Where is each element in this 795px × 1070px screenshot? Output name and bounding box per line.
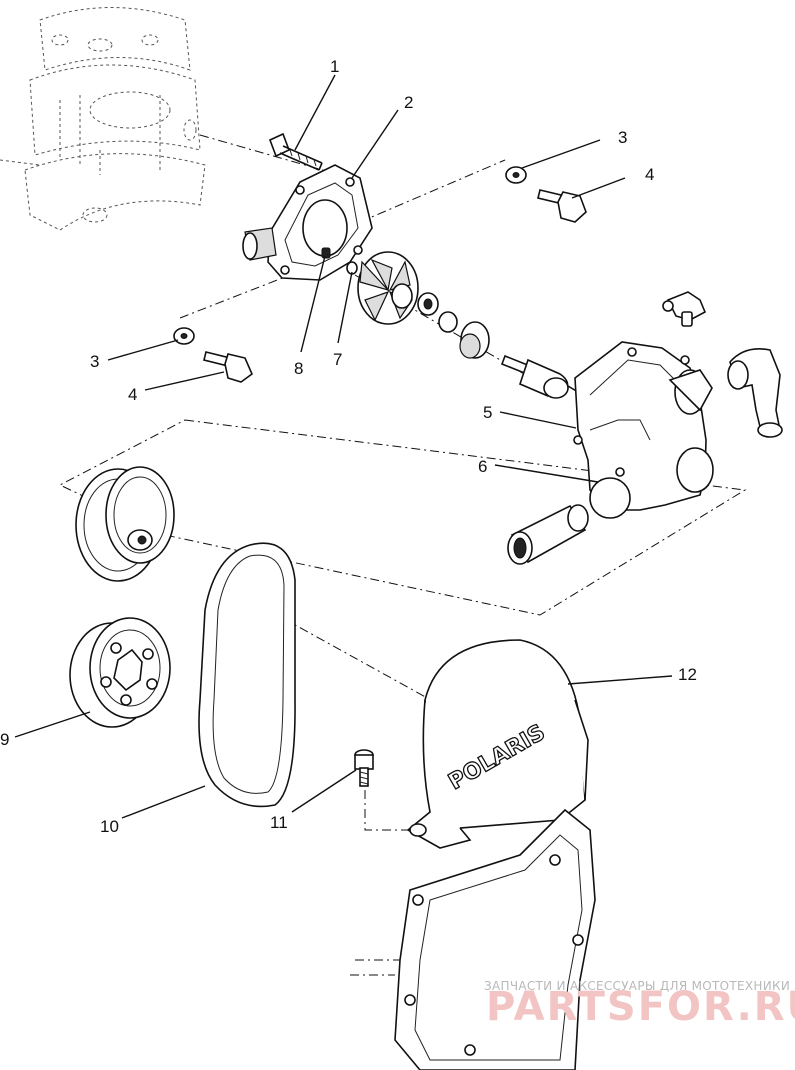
svg-text:3: 3: [90, 352, 99, 371]
bolt-part-1: [268, 132, 323, 171]
callout-4-left: 4: [128, 371, 225, 404]
svg-text:2: 2: [404, 93, 413, 112]
site-watermark: ЗАПЧАСТИ И АКСЕССУАРЫ ДЛЯ МОТОТЕХНИКИ PA…: [484, 979, 795, 1030]
callout-9: 9: [0, 711, 91, 749]
callout-3-right: 3: [521, 128, 627, 169]
elbow-fitting: [662, 291, 707, 327]
svg-text:7: 7: [333, 350, 342, 369]
callout-7: 7: [333, 271, 353, 369]
pump-cover-part-5-6: [573, 341, 714, 519]
svg-text:6: 6: [478, 457, 487, 476]
svg-text:11: 11: [270, 813, 288, 832]
belt-cover-part-12: POLARIS: [406, 639, 589, 849]
callout-2: 2: [351, 93, 413, 179]
svg-text:4: 4: [645, 165, 654, 184]
callout-4-right: 4: [571, 165, 654, 199]
svg-text:ЗАПЧАСТИ И АКСЕССУАРЫ ДЛЯ МОТО: ЗАПЧАСТИ И АКСЕССУАРЫ ДЛЯ МОТОТЕХНИКИ: [484, 979, 790, 993]
svg-text:3: 3: [618, 128, 627, 147]
washer-part-3-left: [173, 327, 195, 345]
water-pump-housing-part-2: [242, 164, 373, 281]
screw-part-11: [354, 749, 374, 787]
svg-text:9: 9: [0, 730, 9, 749]
drive-pulley-upper: [75, 466, 175, 582]
svg-text:8: 8: [294, 359, 303, 378]
svg-text:4: 4: [128, 385, 137, 404]
sleeve-tube: [507, 504, 589, 565]
callout-3-left: 3: [90, 339, 179, 371]
bolt-part-4-right: [537, 189, 587, 223]
callout-1: 1: [294, 57, 339, 151]
svg-text:1: 1: [330, 57, 339, 76]
impeller: [357, 251, 419, 325]
callout-8: 8: [294, 255, 326, 378]
drive-belt-part-10: [198, 542, 296, 808]
stud-part-8: [321, 247, 331, 259]
svg-text:5: 5: [483, 403, 492, 422]
washer-part-3-right: [505, 166, 527, 184]
callout-10: 10: [100, 785, 206, 836]
svg-text:10: 10: [100, 817, 119, 836]
callout-12: 12: [567, 665, 697, 685]
hose-outlet: [727, 348, 783, 438]
callout-5: 5: [483, 403, 577, 429]
crankcase-cover: [350, 808, 596, 1070]
callout-6: 6: [478, 457, 599, 483]
driven-pulley-part-9: [69, 617, 171, 728]
pump-shaft: [500, 354, 579, 399]
shaft-seals: [417, 292, 490, 359]
callout-11: 11: [270, 769, 357, 832]
engine-cylinder-outline: [0, 7, 206, 231]
svg-text:PARTSFOR.RU: PARTSFOR.RU: [486, 984, 795, 1030]
svg-text:12: 12: [678, 665, 697, 684]
bolt-part-4-left: [203, 351, 253, 383]
